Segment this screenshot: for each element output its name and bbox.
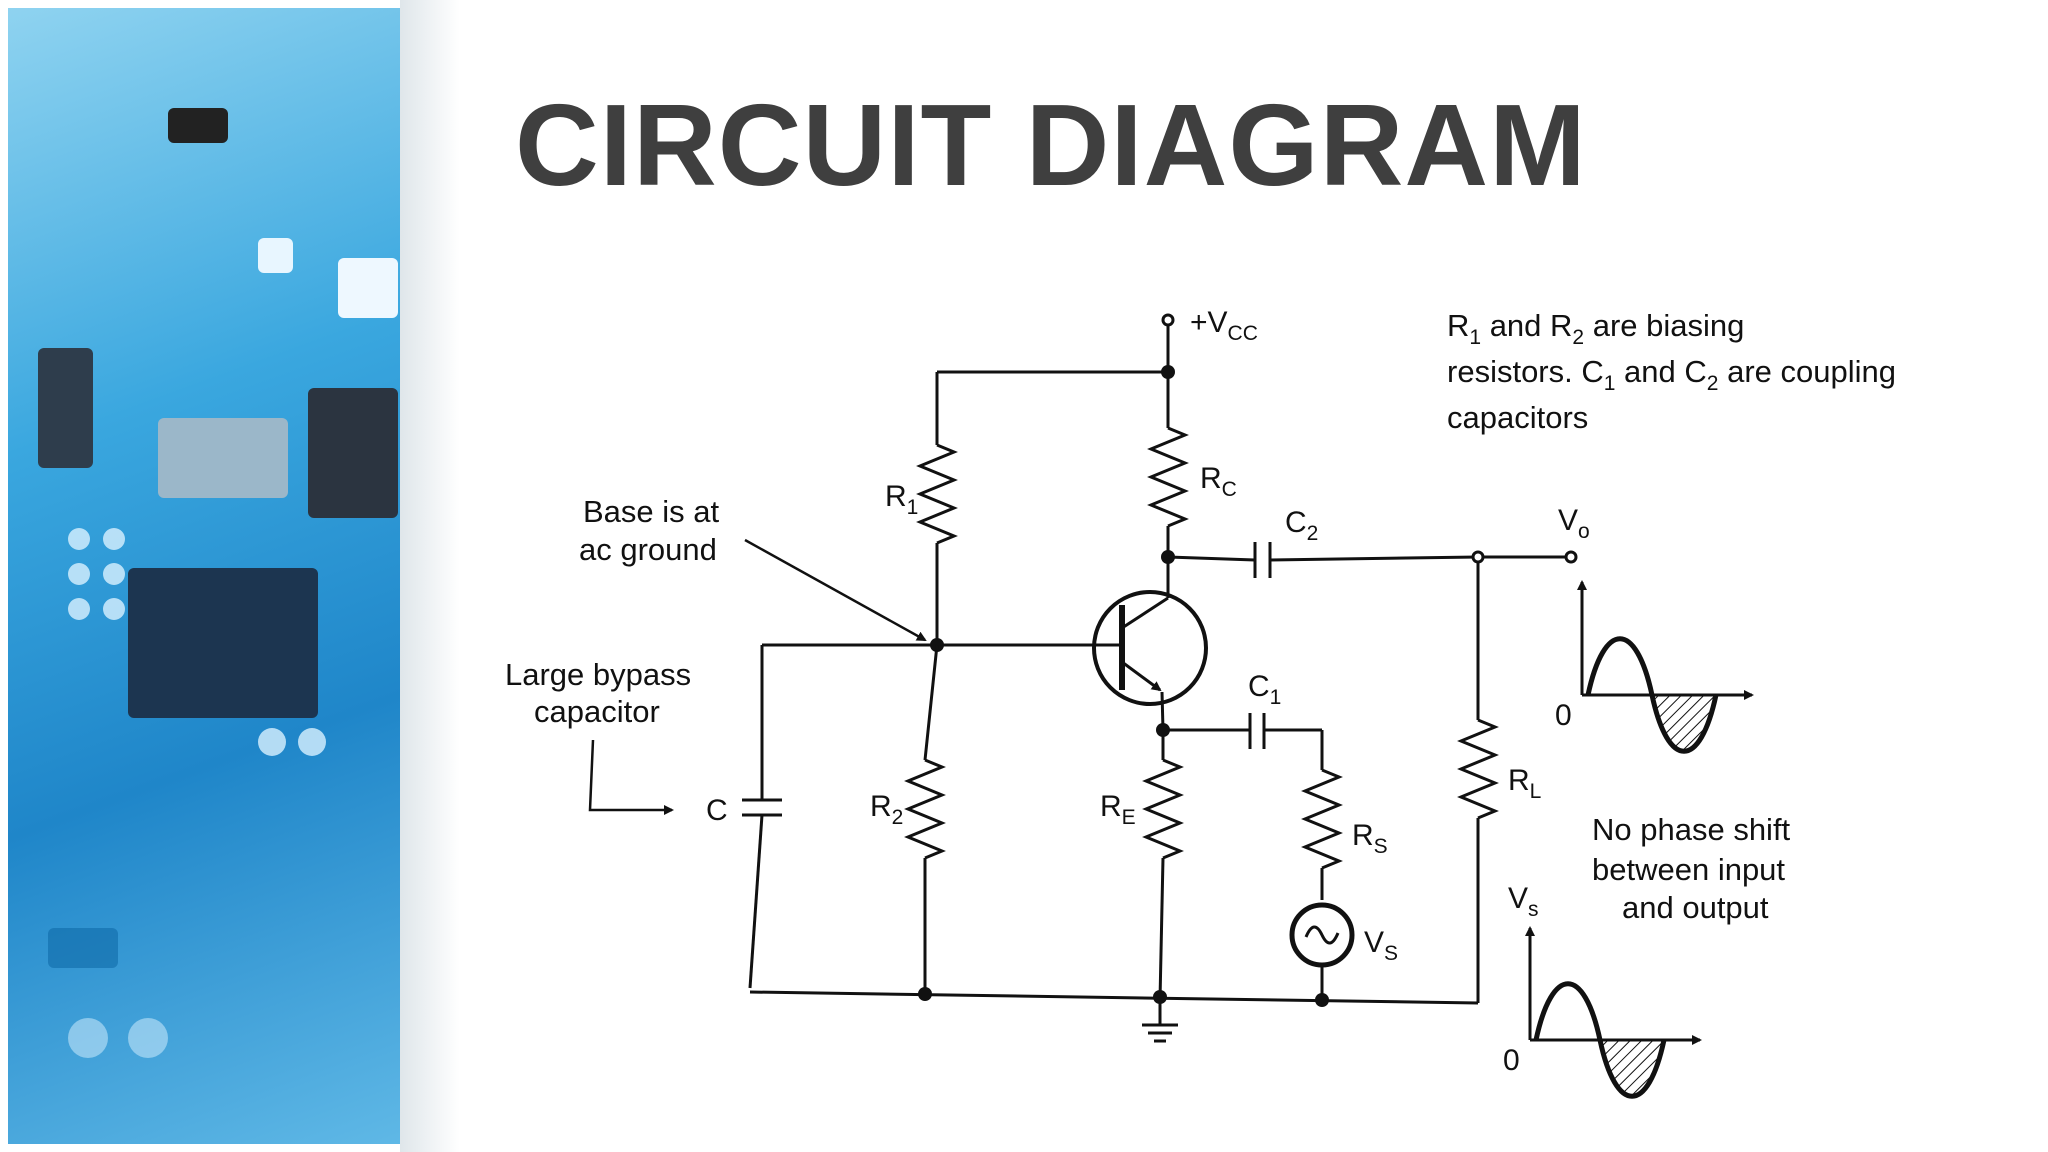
resistor-rl-label: RL [1508,764,1541,803]
svg-text:R1 and R2 are biasing: R1 and R2 are biasing [1447,308,1744,349]
pcb-pad [103,563,125,585]
capacitor-c2-label: C2 [1285,506,1318,545]
resistor-r2-label: R2 [870,790,903,829]
pcb-pad [103,528,125,550]
svg-text:Large bypass: Large bypass [505,657,691,692]
pcb-component [48,928,118,968]
resistor-rs [1301,768,1343,900]
resistor-rc-label: RC [1200,462,1237,501]
resistor-r1-label: R1 [885,480,918,519]
svg-text:capacitor: capacitor [534,694,660,729]
bottom-rail-wire [749,987,1479,1005]
svg-text:resistors. C1 and C2 are coupl: resistors. C1 and C2 are coupling [1447,354,1896,395]
panel-fade [400,0,550,1152]
output-terminal-label: Vo [1558,504,1590,543]
pcb-pad [68,528,90,550]
svg-text:capacitors: capacitors [1447,400,1588,435]
output-waveform-origin: 0 [1555,699,1572,732]
pcb-pad [103,598,125,620]
biasing-note: R1 and R2 are biasing resistors. C1 and … [1447,308,1896,435]
supply-terminal [1161,313,1175,372]
base-wire [762,638,1090,652]
resistor-re [1142,730,1184,1001]
svg-text:ac ground: ac ground [579,532,717,567]
pcb-component [338,258,398,318]
pcb-pad [68,1018,108,1058]
output-waveform [1577,580,1754,754]
circuit-board-photo [8,8,400,1144]
pcb-component [168,108,228,143]
svg-text:between input: between input [1592,852,1785,887]
supply-label: +VCC [1190,306,1258,345]
pcb-component [158,418,288,498]
bypass-annotation: Large bypass capacitor [505,657,691,815]
svg-text:and output: and output [1622,890,1769,925]
slide-title: CIRCUIT DIAGRAM [515,80,1587,210]
pcb-pad [68,598,90,620]
capacitor-c2 [1167,542,1479,578]
ac-source [1289,902,1355,1007]
resistor-rs-label: RS [1352,819,1388,858]
pcb-pad [298,728,326,756]
pcb-pad [128,1018,168,1058]
svg-text:Base is at: Base is at [583,494,720,529]
resistor-re-label: RE [1100,790,1136,829]
resistor-rl [1457,562,1499,1003]
pcb-component [258,238,293,273]
resistor-rc [1147,372,1189,564]
ground-symbol [1142,997,1178,1043]
bypass-capacitor-label: C [706,794,728,827]
pcb-component [38,348,93,468]
pcb-component [308,388,398,518]
input-waveform-origin: 0 [1503,1044,1520,1077]
svg-text:Vs: Vs [1508,882,1539,921]
capacitor-c1 [1156,713,1324,770]
svg-text:No phase shift: No phase shift [1592,812,1791,847]
base-annotation: Base is at ac ground [579,494,927,642]
pcb-pad [68,563,90,585]
resistor-r1 [916,372,958,645]
bypass-capacitor [742,645,782,989]
input-waveform: Vs [1508,882,1702,1099]
transistor-npn [1090,557,1208,731]
top-rail-wire [937,365,1175,379]
pcb-pad [258,728,286,756]
ac-source-label: VS [1364,926,1398,965]
pcb-chip [128,568,318,718]
phase-note: No phase shift between input and output [1592,812,1791,925]
resistor-r2 [904,644,946,988]
output-terminal [1471,550,1578,564]
capacitor-c1-label: C1 [1248,670,1281,709]
